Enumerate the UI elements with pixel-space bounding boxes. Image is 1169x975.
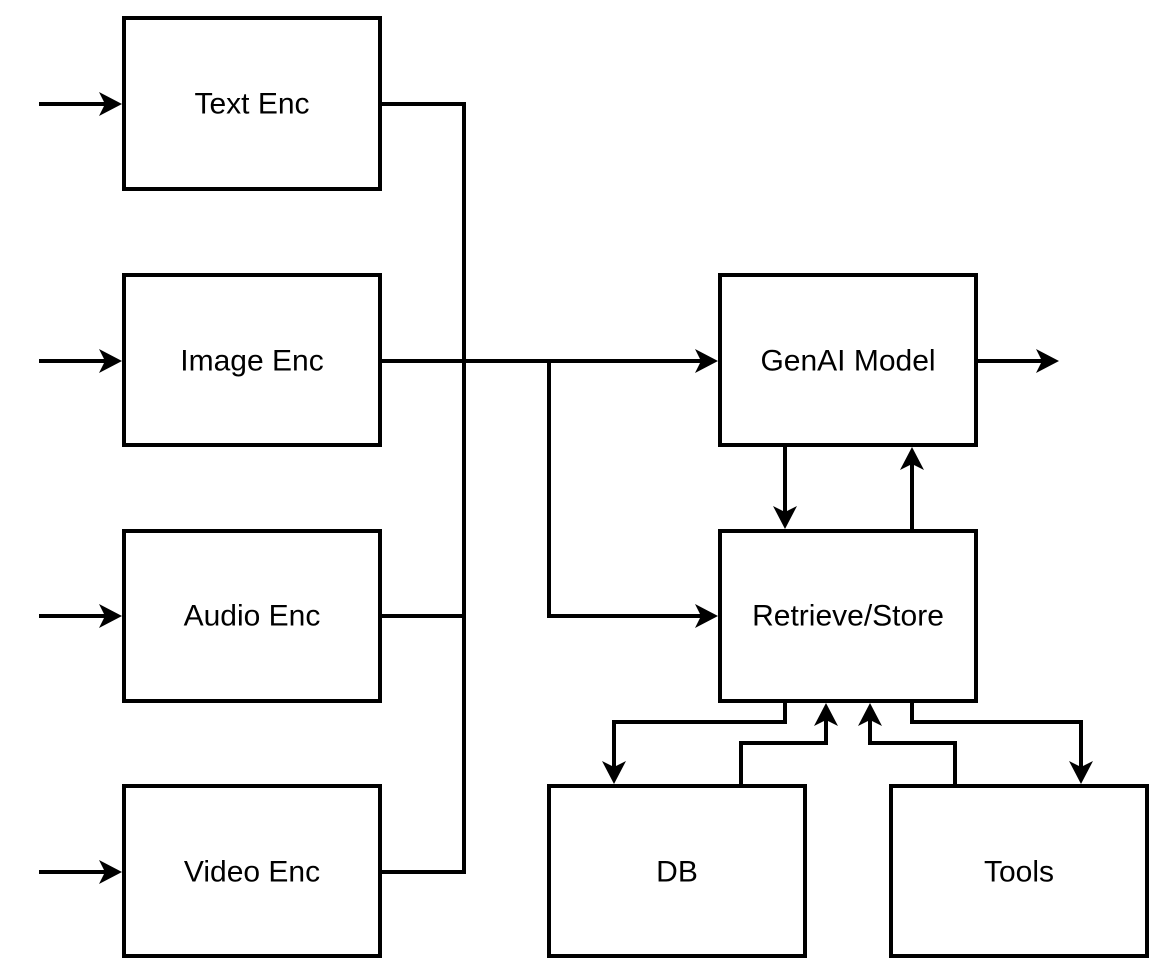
encoder-bus-connector	[380, 102, 466, 874]
input-arrow-video	[39, 860, 122, 884]
retrieve-to-genai-arrow	[900, 447, 924, 531]
audio-enc-label: Audio Enc	[184, 600, 321, 633]
audio-enc-node[interactable]: Audio Enc	[122, 529, 382, 703]
retrieve-to-tools-arrow	[910, 701, 1093, 784]
genai-model-node[interactable]: GenAI Model	[718, 273, 978, 447]
bus-to-genai-arrow	[380, 349, 718, 373]
tools-label: Tools	[984, 856, 1054, 889]
genai-output-arrow	[976, 349, 1059, 373]
genai-to-retrieve-arrow	[773, 445, 797, 529]
db-node[interactable]: DB	[547, 784, 807, 958]
video-enc-node[interactable]: Video Enc	[122, 784, 382, 958]
db-to-retrieve-arrow	[739, 703, 838, 786]
db-label: DB	[656, 856, 698, 889]
genai-model-label: GenAI Model	[760, 345, 935, 378]
input-arrow-text	[39, 92, 122, 116]
retrieve-store-label: Retrieve/Store	[752, 600, 944, 633]
retrieve-store-node[interactable]: Retrieve/Store	[718, 529, 978, 703]
input-arrow-audio	[39, 604, 122, 628]
video-enc-label: Video Enc	[184, 856, 320, 889]
bus-to-retrieve-arrow	[547, 361, 718, 628]
retrieve-to-db-arrow	[602, 701, 787, 784]
text-enc-label: Text Enc	[194, 88, 309, 121]
input-arrow-image	[39, 349, 122, 373]
text-enc-node[interactable]: Text Enc	[122, 16, 382, 191]
tools-node[interactable]: Tools	[889, 784, 1149, 958]
image-enc-node[interactable]: Image Enc	[122, 273, 382, 447]
tools-to-retrieve-arrow	[858, 703, 957, 786]
image-enc-label: Image Enc	[180, 345, 323, 378]
